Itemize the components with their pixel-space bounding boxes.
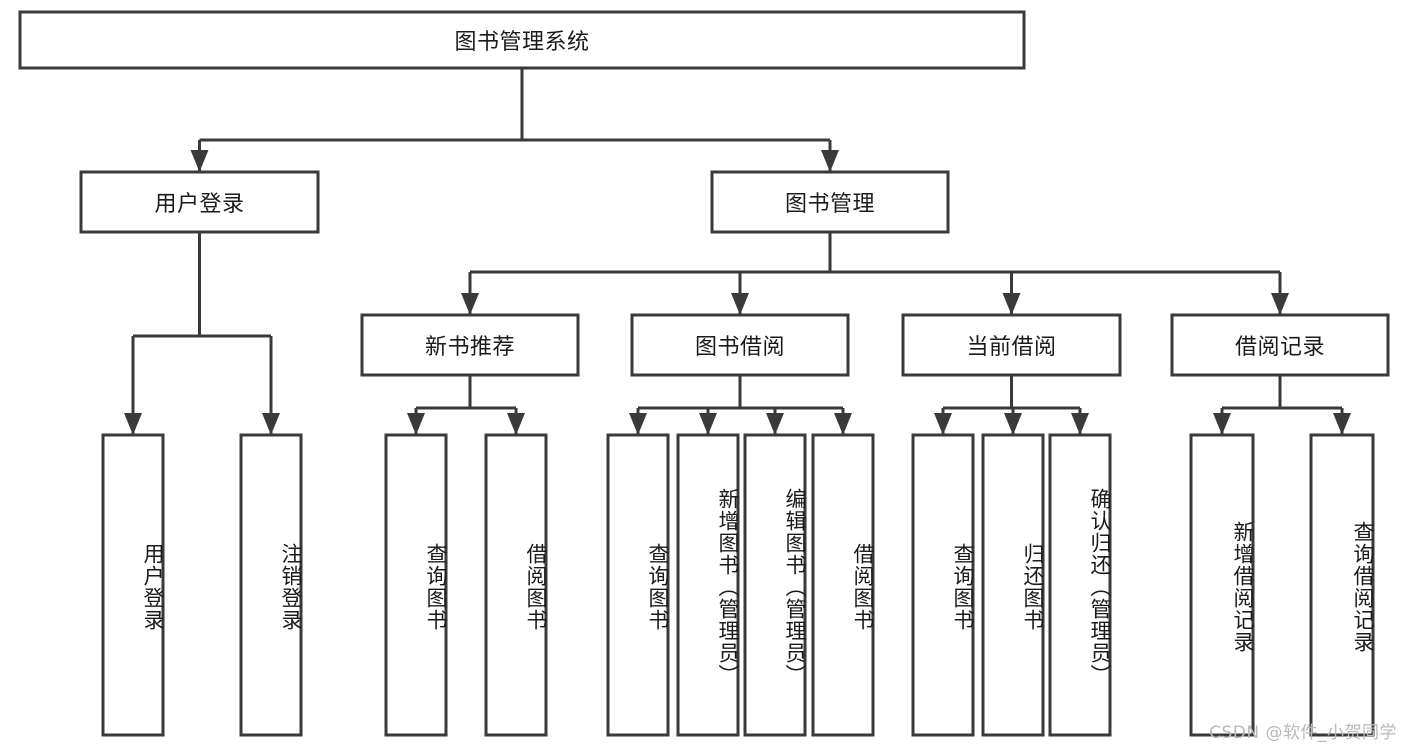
arrow-head-l2_2-0 xyxy=(934,413,952,435)
node-box-l2_0[interactable] xyxy=(360,313,580,377)
connector-layer xyxy=(124,68,1351,435)
arrow-head-l2_3-0 xyxy=(1213,413,1231,435)
arrow-head-root-0 xyxy=(190,150,209,172)
node-box-l2_3[interactable] xyxy=(1170,313,1390,377)
node-box-leaf_4[interactable] xyxy=(606,433,670,737)
arrow-head-l2_1-1 xyxy=(699,413,717,435)
node-box-leaf_5[interactable] xyxy=(676,433,740,737)
node-box-leaf_9[interactable] xyxy=(981,433,1045,737)
node-box-leaf_6[interactable] xyxy=(743,433,807,737)
arrow-head-root-1 xyxy=(821,150,839,172)
arrow-head-l1_0-0 xyxy=(124,413,142,435)
arrow-head-l2_1-2 xyxy=(766,413,784,435)
node-box-leaf_1[interactable] xyxy=(239,433,303,737)
arrow-head-l1_0-1 xyxy=(262,413,280,435)
node-box-leaf_8[interactable] xyxy=(911,433,975,737)
node-box-l2_2[interactable] xyxy=(901,313,1122,377)
arrow-head-l2_1-0 xyxy=(629,413,647,435)
arrow-head-l2_0-0 xyxy=(407,413,425,435)
arrow-head-l2_2-2 xyxy=(1071,413,1089,435)
arrow-head-l1_1-3 xyxy=(1271,293,1289,315)
arrow-head-l2_3-1 xyxy=(1333,413,1351,435)
arrow-head-l1_1-2 xyxy=(1002,293,1021,315)
node-box-leaf_3[interactable] xyxy=(484,433,548,737)
node-box-root[interactable] xyxy=(18,10,1026,70)
node-box-leaf_12[interactable] xyxy=(1309,433,1375,737)
node-box-leaf_7[interactable] xyxy=(811,433,875,737)
arrow-head-l2_0-1 xyxy=(507,413,525,435)
node-box-l1_1[interactable] xyxy=(710,170,950,234)
arrow-head-l2_1-3 xyxy=(834,413,852,435)
arrow-head-l1_1-1 xyxy=(731,293,749,315)
node-box-leaf_0[interactable] xyxy=(101,433,165,737)
node-box-leaf_2[interactable] xyxy=(384,433,448,737)
node-box-leaf_11[interactable] xyxy=(1189,433,1255,737)
box-layer xyxy=(18,10,1390,737)
arrow-head-l1_1-0 xyxy=(461,293,479,315)
node-box-l1_0[interactable] xyxy=(79,170,320,234)
arrow-head-l2_2-1 xyxy=(1004,413,1022,435)
node-box-leaf_10[interactable] xyxy=(1048,433,1112,737)
watermark-text: CSDN @软件_小贺同学 xyxy=(1209,723,1397,743)
node-box-l2_1[interactable] xyxy=(630,313,850,377)
